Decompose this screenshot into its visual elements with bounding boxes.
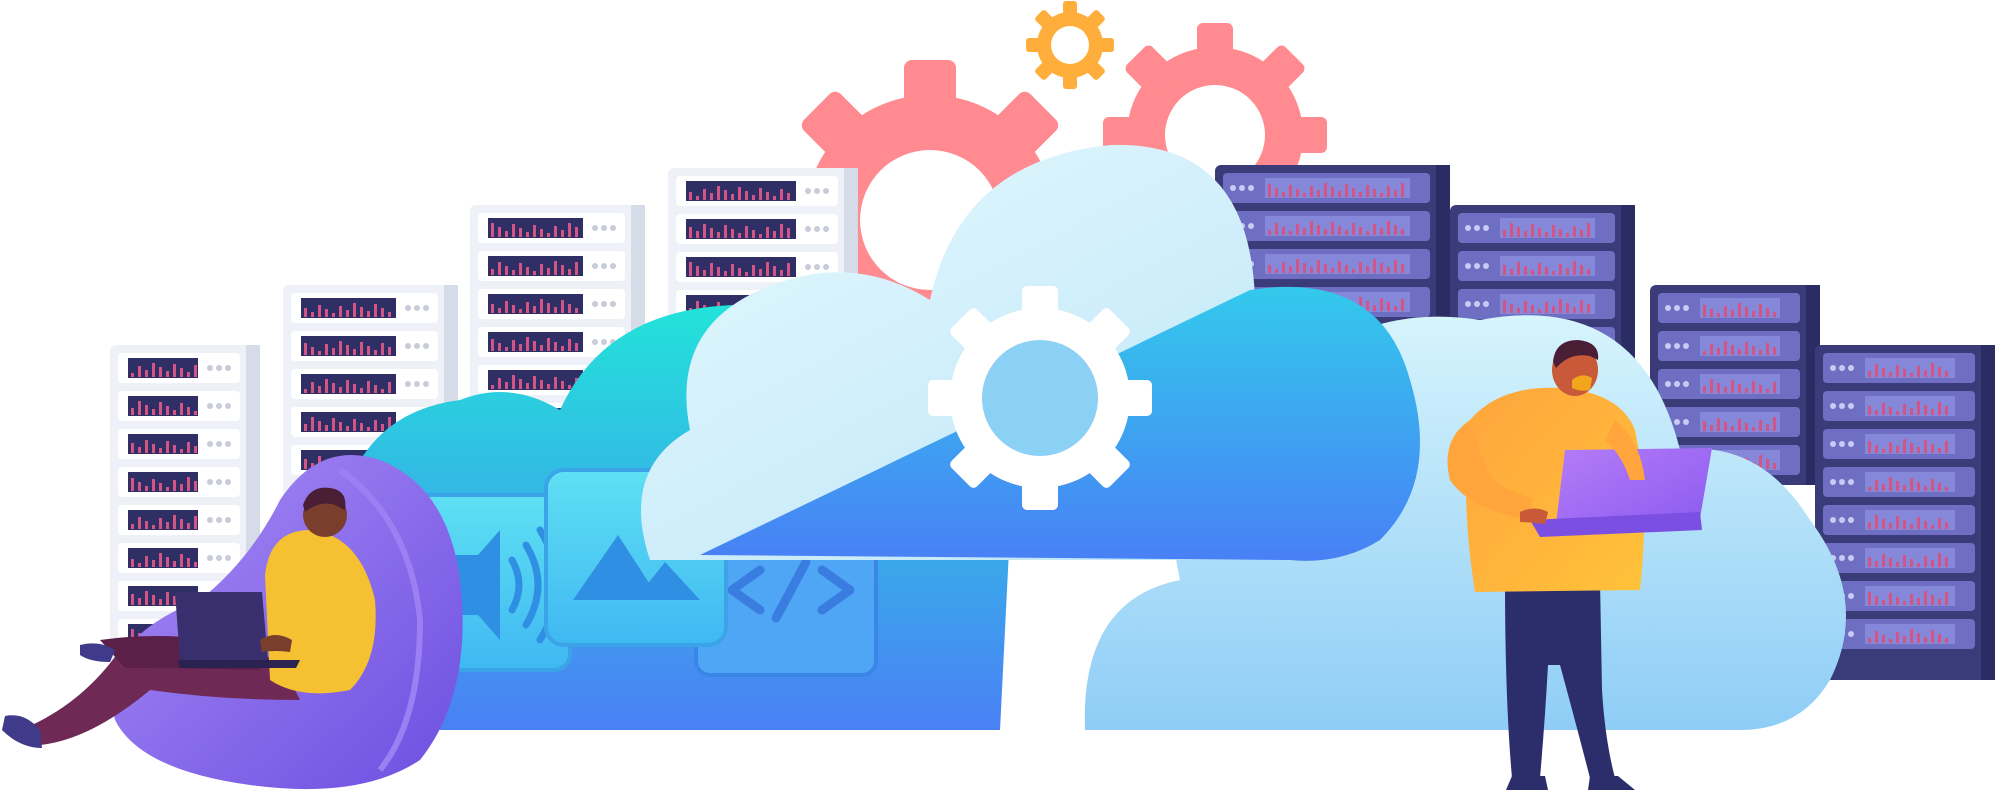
person-standing-with-laptop [1447, 340, 1712, 790]
gear-icon [928, 286, 1152, 510]
laptop [175, 592, 268, 660]
person-on-beanbag-with-laptop [2, 455, 463, 790]
gear-icon-orange [1026, 1, 1114, 89]
cloud-center [641, 144, 1420, 561]
laptop [1555, 448, 1712, 532]
